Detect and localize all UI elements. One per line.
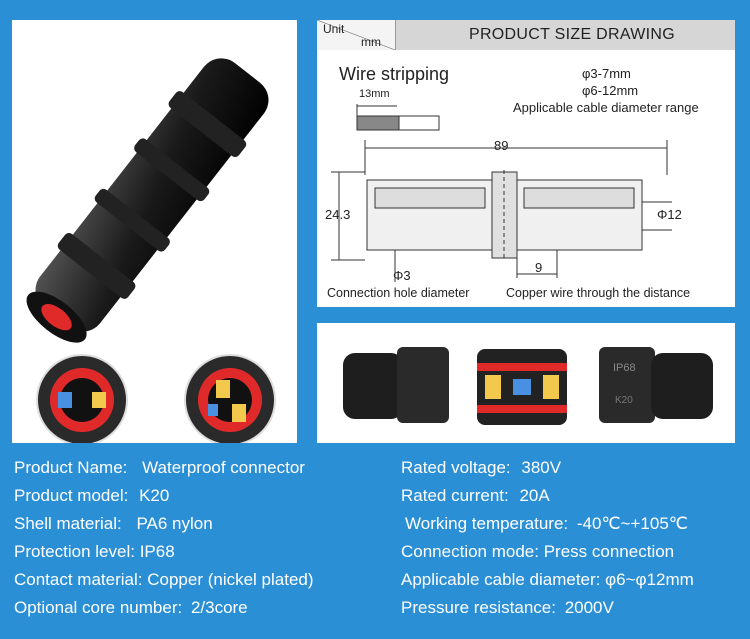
detail-circle-left bbox=[36, 354, 128, 446]
spec-value: 380V bbox=[521, 458, 562, 477]
spec-value: Copper (nickel plated) bbox=[147, 570, 314, 589]
connector-body bbox=[26, 58, 269, 343]
spec-label: Connection mode: bbox=[401, 542, 539, 561]
cable-range-2: φ6-12mm bbox=[582, 83, 639, 98]
spec-label: Applicable cable diameter: bbox=[401, 570, 601, 589]
unit-bottom-label: mm bbox=[361, 35, 381, 49]
spec-value: PA6 nylon bbox=[136, 514, 213, 533]
drawing-title: PRODUCT SIZE DRAWING bbox=[468, 26, 675, 43]
spec-core-number: Optional core number: 2/3core bbox=[14, 598, 248, 618]
spec-value: 2000V bbox=[564, 598, 614, 617]
red-seal bbox=[41, 303, 72, 331]
spec-label: Contact material: bbox=[14, 570, 143, 589]
spec-cable-diameter: Applicable cable diameter: φ6~φ12mm bbox=[401, 570, 694, 590]
spec-value: φ6~φ12mm bbox=[605, 570, 694, 589]
assembly-photo-panel: IP68 K20 bbox=[317, 323, 735, 443]
product-photo-panel bbox=[12, 20, 297, 446]
part-left bbox=[343, 347, 449, 423]
spec-label: Pressure resistance: bbox=[401, 598, 556, 617]
spec-value: 2/3core bbox=[190, 598, 248, 617]
spec-label: Shell material: bbox=[14, 514, 122, 533]
spec-working-temperature: Working temperature: -40℃~+105℃ bbox=[405, 514, 688, 534]
dim-height: 24.3 bbox=[325, 207, 351, 222]
k20-mark: K20 bbox=[615, 395, 633, 406]
part-right bbox=[599, 347, 713, 423]
ip68-mark: IP68 bbox=[613, 362, 636, 374]
hole-label: Connection hole diameter bbox=[327, 286, 470, 300]
spec-rated-current: Rated current: 20A bbox=[401, 486, 550, 506]
spec-label: Rated voltage: bbox=[401, 458, 511, 477]
size-drawing-panel: Unit mm PRODUCT SIZE DRAWING Wire stripp… bbox=[317, 20, 735, 307]
dim-diameter: Φ12 bbox=[657, 207, 682, 222]
dim-hole: Φ3 bbox=[393, 268, 411, 283]
connector-photo bbox=[26, 58, 276, 446]
spec-value: K20 bbox=[139, 486, 170, 505]
spec-label: Optional core number: bbox=[14, 598, 183, 617]
spec-connection-mode: Connection mode: Press connection bbox=[401, 542, 674, 562]
spec-label: Protection level: bbox=[14, 542, 135, 561]
spec-product-name: Product Name: Waterproof connector bbox=[14, 458, 305, 478]
spec-value: -40℃~+105℃ bbox=[576, 514, 688, 533]
drawing-header: Unit mm PRODUCT SIZE DRAWING bbox=[317, 20, 735, 50]
spec-label: Product Name: bbox=[14, 458, 128, 477]
spec-value: Waterproof connector bbox=[142, 458, 305, 477]
spec-label: Product model: bbox=[14, 486, 129, 505]
spec-shell-material: Shell material: PA6 nylon bbox=[14, 514, 213, 534]
spec-label: Working temperature: bbox=[405, 514, 569, 533]
cable-range-label: Applicable cable diameter range bbox=[513, 100, 699, 115]
assembly-photo: IP68 K20 bbox=[343, 347, 713, 425]
spec-value: Press connection bbox=[543, 542, 675, 561]
spec-contact-material: Contact material: Copper (nickel plated) bbox=[14, 570, 314, 590]
unit-top-label: Unit bbox=[323, 22, 345, 36]
strip-length-label: 13mm bbox=[359, 88, 390, 100]
wire-stripping-label: Wire stripping bbox=[339, 64, 450, 84]
copper-label: Copper wire through the distance bbox=[506, 286, 691, 300]
part-middle bbox=[477, 349, 567, 425]
dim-length: 89 bbox=[494, 138, 509, 153]
detail-circle-right bbox=[184, 354, 276, 446]
spec-product-model: Product model: K20 bbox=[14, 486, 169, 506]
dim-copper: 9 bbox=[535, 260, 543, 275]
spec-rated-voltage: Rated voltage: 380V bbox=[401, 458, 561, 478]
spec-value: 20A bbox=[519, 486, 550, 505]
cable-range-1: φ3-7mm bbox=[582, 66, 631, 81]
spec-pressure-resistance: Pressure resistance: 2000V bbox=[401, 598, 614, 618]
spec-protection-level: Protection level: IP68 bbox=[14, 542, 175, 562]
spec-value: IP68 bbox=[139, 542, 175, 561]
spec-label: Rated current: bbox=[401, 486, 509, 505]
unit-box bbox=[317, 20, 396, 50]
technical-drawing bbox=[331, 104, 672, 282]
